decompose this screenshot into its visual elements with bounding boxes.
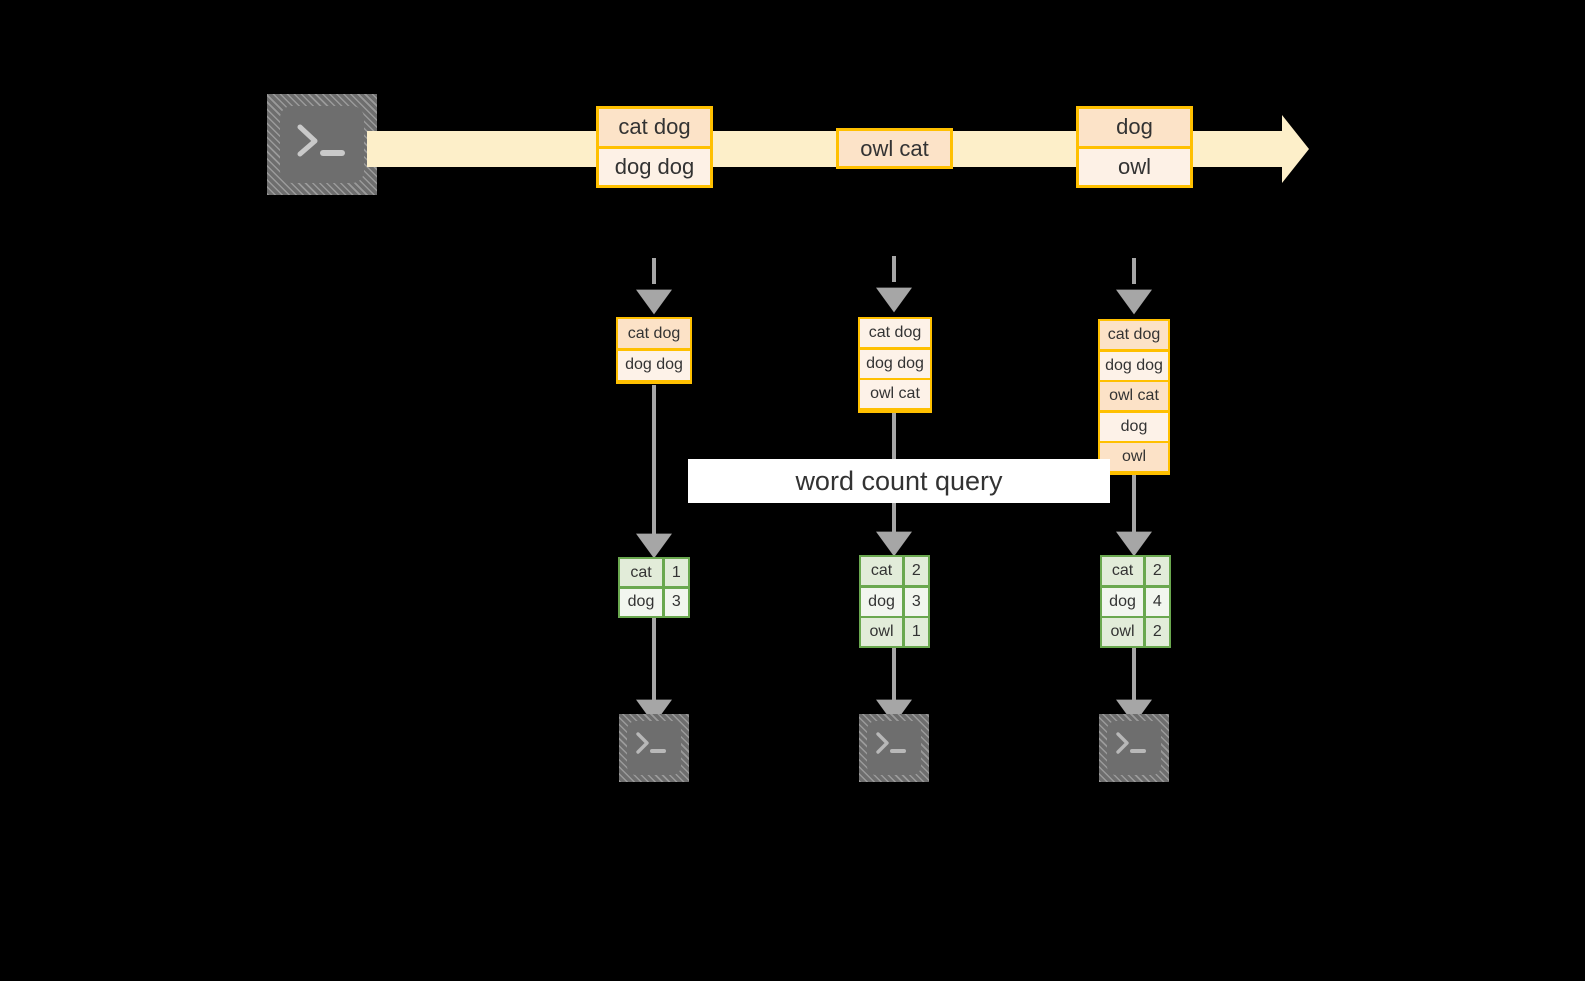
result-row: cat 2 [861, 557, 928, 585]
result-row: cat 1 [620, 559, 688, 587]
snapshot-row: cat dog [1100, 321, 1168, 349]
snapshot-row: cat dog [860, 319, 930, 347]
result-count-cell: 2 [1145, 557, 1169, 585]
stream-event-3: dog owl [1076, 106, 1193, 188]
accumulated-input-2: cat dog dog dog owl cat [858, 317, 932, 413]
terminal-prompt-glyph [876, 732, 906, 754]
snapshot-row: dog dog [1100, 351, 1168, 380]
result-count-cell: 1 [664, 559, 688, 587]
result-word-cell: owl [861, 618, 903, 646]
snapshot-row: dog [1100, 412, 1168, 441]
terminal-prompt-glyph [636, 732, 666, 754]
query-banner: word count query [688, 459, 1110, 503]
snapshot-row: dog dog [860, 349, 930, 378]
result-count-cell: 3 [904, 587, 928, 616]
result-count-cell: 2 [1145, 618, 1169, 646]
terminal-prompt-glyph [297, 124, 345, 157]
snapshot-row: cat dog [618, 319, 690, 348]
result-count-cell: 4 [1145, 587, 1169, 616]
result-row: dog 4 [1102, 587, 1169, 616]
accumulated-input-1: cat dog dog dog [616, 317, 692, 384]
stream-event-2: owl cat [836, 128, 953, 169]
result-row: owl 2 [1102, 618, 1169, 646]
word-count-result-3: cat 2 dog 4 owl 2 [1100, 555, 1171, 648]
sink-terminal-icon-2 [859, 714, 929, 782]
stream-event-line: dog [1079, 109, 1190, 146]
stream-event-line: cat dog [599, 109, 710, 146]
result-count-cell: 3 [664, 588, 688, 616]
snapshot-row: owl cat [1100, 382, 1168, 410]
accumulated-input-3: cat dog dog dog owl cat dog owl [1098, 319, 1170, 475]
result-row: owl 1 [861, 618, 928, 646]
stream-arrowhead-icon [1258, 115, 1309, 183]
result-word-cell: owl [1102, 618, 1144, 646]
stream-event-line: owl cat [839, 131, 950, 166]
result-count-cell: 2 [904, 557, 928, 585]
word-count-result-2: cat 2 dog 3 owl 1 [859, 555, 930, 648]
query-banner-label: word count query [795, 465, 1003, 496]
stream-event-line: dog dog [599, 145, 710, 185]
result-count-cell: 1 [904, 618, 928, 646]
terminal-prompt-glyph [1116, 732, 1146, 754]
sink-terminal-icon-3 [1099, 714, 1169, 782]
word-count-result-1: cat 1 dog 3 [618, 557, 690, 618]
stream-event-line: owl [1079, 145, 1190, 185]
snapshot-row: owl cat [860, 380, 930, 408]
result-word-cell: dog [861, 587, 903, 616]
result-row: cat 2 [1102, 557, 1169, 585]
result-word-cell: cat [1102, 557, 1144, 585]
result-word-cell: dog [620, 588, 663, 616]
result-word-cell: dog [1102, 587, 1144, 616]
result-row: dog 3 [620, 588, 688, 616]
stream-event-1: cat dog dog dog [596, 106, 713, 188]
result-word-cell: cat [620, 559, 663, 587]
snapshot-row: dog dog [618, 350, 690, 380]
result-word-cell: cat [861, 557, 903, 585]
sink-terminal-icon-1 [619, 714, 689, 782]
source-terminal-icon [267, 94, 377, 195]
snapshot-row: owl [1100, 443, 1168, 471]
result-row: dog 3 [861, 587, 928, 616]
